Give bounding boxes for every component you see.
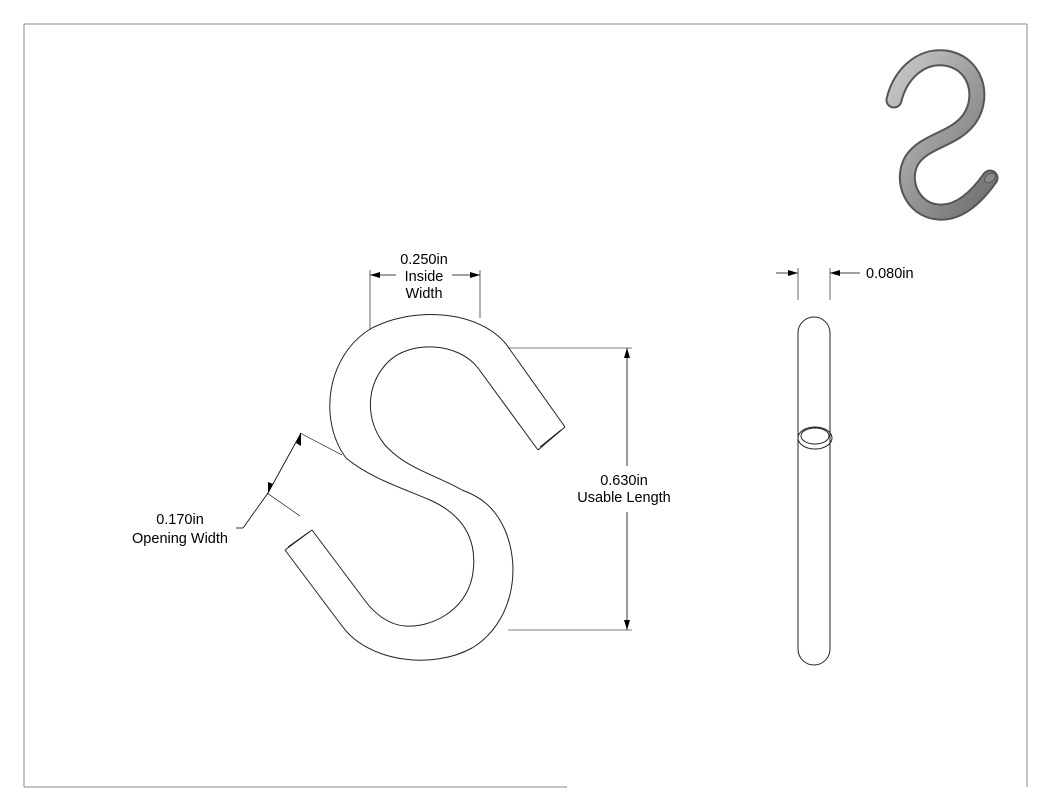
opening-width-label: Opening Width bbox=[132, 531, 228, 547]
usable-length-dimension bbox=[508, 347, 632, 631]
inside-width-label-line2: Width bbox=[405, 286, 442, 302]
inside-width-value: 0.250in bbox=[400, 252, 448, 268]
opening-width-value: 0.170in bbox=[156, 512, 204, 528]
usable-length-value: 0.630in bbox=[600, 473, 648, 489]
inside-width-dimension bbox=[369, 270, 481, 330]
isometric-view bbox=[885, 49, 999, 221]
side-view-wire bbox=[797, 316, 833, 666]
sheet-frame bbox=[23, 23, 1028, 788]
inside-width-label-line1: Inside bbox=[405, 269, 444, 285]
wire-diameter-dimension bbox=[776, 268, 860, 300]
usable-length-label: Usable Length bbox=[577, 490, 671, 506]
front-view-s-hook bbox=[284, 313, 566, 661]
opening-width-dimension bbox=[236, 432, 343, 529]
wire-diameter-value: 0.080in bbox=[866, 266, 914, 282]
